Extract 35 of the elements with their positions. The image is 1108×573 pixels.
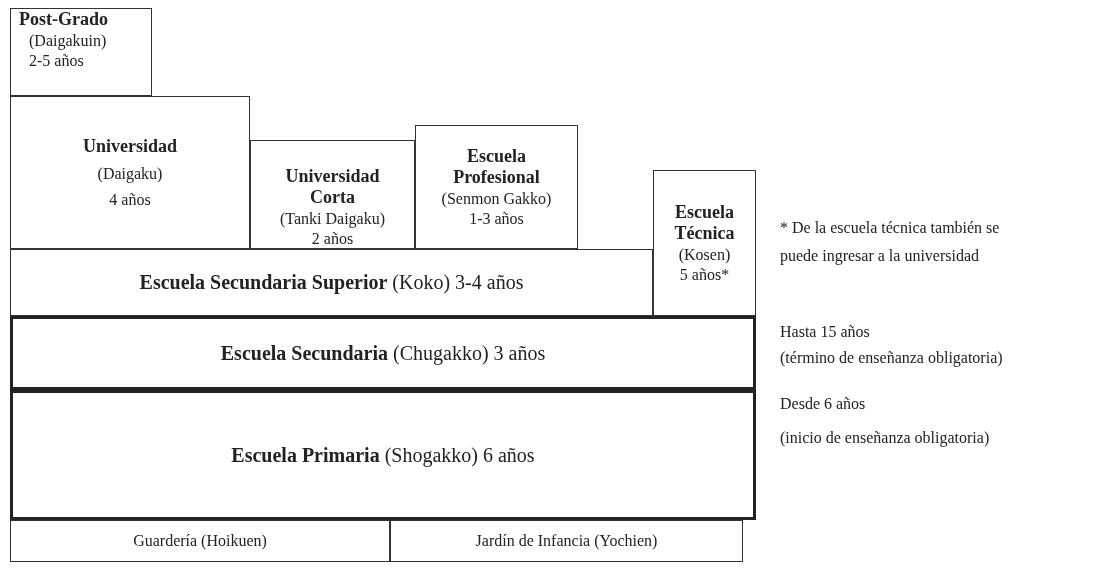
level-box [653, 170, 756, 316]
japanese-name: (Daigakuin) [28, 32, 107, 50]
level-name: Universidad [83, 136, 177, 157]
duration-text: 4 años [109, 191, 151, 209]
japanese-name: (Tanki Daigaku) [279, 210, 386, 228]
note: (inicio de enseñanza obligatoria) [780, 428, 991, 449]
level-name: Guardería (Hoikuen) [133, 532, 267, 550]
level-band [10, 249, 653, 316]
level-box [415, 125, 578, 249]
level-text: Escuela Secundaria (Chugakko) 3 años [220, 341, 546, 365]
japanese-name: (Daigaku) [97, 165, 163, 183]
level-name: Post-Grado [18, 9, 108, 30]
level-band [10, 390, 756, 520]
age-note: Hasta 15 años [780, 322, 871, 342]
level-band [10, 316, 756, 390]
level-name: Universidad Corta [284, 166, 381, 208]
duration-text: 5 años* [679, 266, 730, 284]
duration-text: 2-5 años [28, 52, 84, 70]
level-box [10, 8, 152, 96]
duration-text: 1-3 años [469, 210, 524, 228]
level-name: Jardín de Infancia (Yochien) [475, 532, 658, 550]
level-box [10, 96, 250, 249]
level-text: Escuela Primaria (Shogakko) 6 años [231, 443, 535, 467]
level-box [10, 520, 390, 562]
japanese-name: (Kosen) [678, 246, 731, 264]
note: (término de enseñanza obligatoria) [780, 348, 1004, 369]
level-name: Escuela Profesional [452, 146, 541, 188]
level-name: Escuela Técnica [673, 202, 736, 244]
level-box [250, 140, 415, 249]
footnote: * De la escuela técnica también se puede ingresar a la universidad [780, 218, 1001, 267]
level-box [390, 520, 743, 562]
japanese-name: (Senmon Gakko) [441, 190, 552, 208]
duration-text: 2 años [311, 230, 354, 248]
age-note: Desde 6 años [780, 394, 867, 414]
level-text: Escuela Secundaria Superior (Koko) 3-4 años [139, 271, 524, 294]
